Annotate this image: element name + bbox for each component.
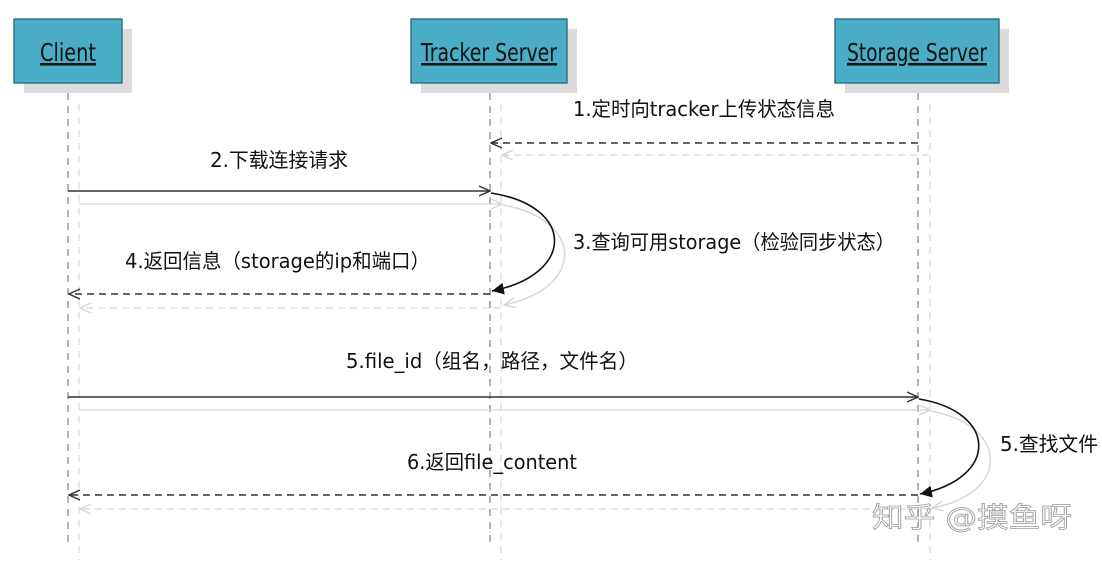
message-3-arrow — [490, 192, 556, 295]
actor-tracker: Tracker Server — [410, 18, 577, 93]
message-6-arrow-shadow — [931, 410, 992, 508]
watermark: 知乎 @摸鱼呀 — [872, 501, 1072, 534]
message-3-label: 3.查询可用storage（检验同步状态） — [573, 230, 895, 254]
message-5-label: 5.file_id（组名，路径，文件名） — [346, 349, 638, 373]
actor-tracker-label: Tracker Server — [420, 38, 557, 67]
message-5: 5.file_id（组名，路径，文件名） — [68, 349, 930, 410]
actor-tracker-box — [410, 18, 568, 84]
actor-storage-box — [834, 18, 1000, 84]
message-4-label: 4.返回信息（storage的ip和端口） — [125, 249, 430, 273]
actor-storage: Storage Server — [834, 18, 1009, 93]
actor-client-box — [13, 18, 123, 84]
message-3: 3.查询可用storage（检验同步状态） — [490, 192, 895, 305]
message-7: 6.返回file_content — [69, 450, 930, 509]
message-2-label: 2.下载连接请求 — [210, 148, 348, 172]
message-6: 5.查找文件 — [918, 398, 1098, 508]
lifelines — [67, 93, 931, 560]
message-1: 1.定时向tracker上传状态信息 — [491, 97, 929, 155]
message-7-label: 6.返回file_content — [407, 450, 577, 474]
message-6-label: 5.查找文件 — [1000, 432, 1098, 456]
message-1-label: 1.定时向tracker上传状态信息 — [573, 97, 835, 121]
message-6-arrow — [918, 398, 980, 498]
message-2: 2.下载连接请求 — [68, 148, 502, 204]
message-3-arrow-shadow — [503, 204, 566, 305]
actor-client-label: Client — [40, 38, 96, 67]
actor-storage-label: Storage Server — [847, 38, 988, 67]
actor-client: Client — [13, 18, 132, 93]
message-4: 4.返回信息（storage的ip和端口） — [69, 249, 501, 308]
